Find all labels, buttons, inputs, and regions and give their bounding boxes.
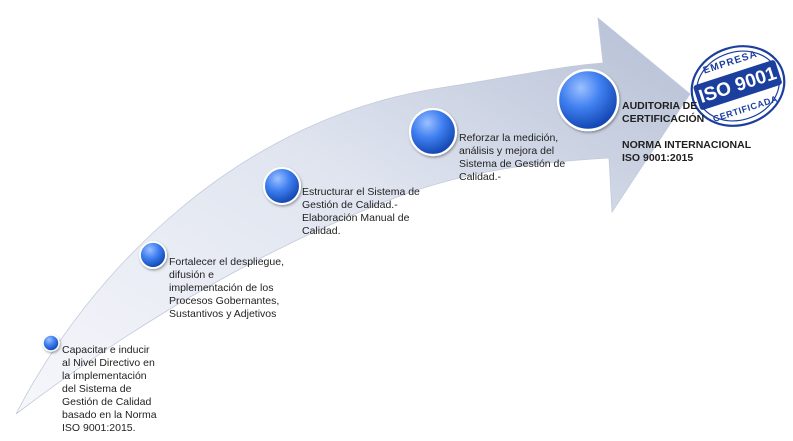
step-2-text: Fortalecer el despliegue, difusión e imp… xyxy=(169,256,284,320)
curved-arrow xyxy=(15,17,691,415)
step-node-4 xyxy=(408,107,458,157)
step-node-1 xyxy=(42,334,60,352)
step-3-text: Estructurar el Sistema de Gestión de Cal… xyxy=(302,186,420,237)
step-node-3 xyxy=(263,167,301,205)
step-4-text: Reforzar la medición, análisis y mejora … xyxy=(459,132,566,183)
step-1-text: Capacitar e inducir al Nivel Directivo e… xyxy=(62,344,157,434)
step-5-text: AUDITORIA DE CERTIFICACIÓN NORMA INTERNA… xyxy=(622,100,752,164)
step-node-5 xyxy=(556,68,620,132)
step-node-2 xyxy=(139,241,167,269)
